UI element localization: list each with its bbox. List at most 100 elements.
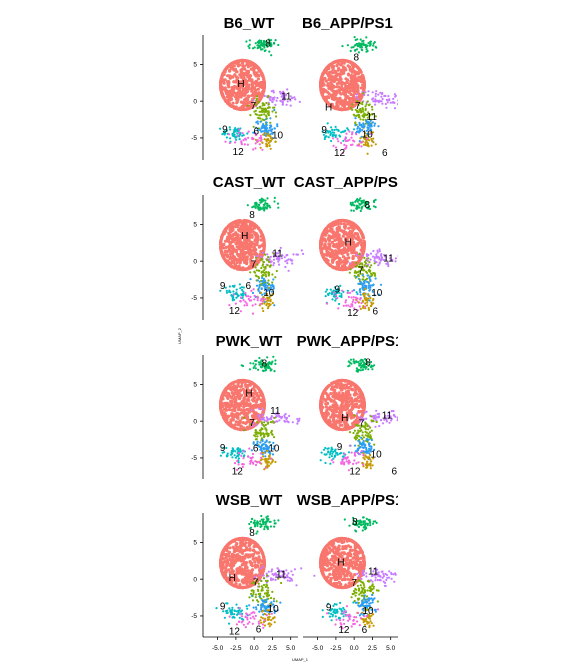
cell-point-cluster-H	[224, 408, 229, 412]
cell-point-cluster-8	[261, 42, 264, 45]
cell-point-cluster-H	[241, 242, 245, 246]
cell-point-cluster-11	[282, 92, 285, 95]
cell-point-cluster-H	[335, 227, 339, 231]
y-tick-label: 0	[193, 258, 197, 265]
cell-point-cluster-H	[237, 247, 241, 251]
cell-point-cluster-8	[276, 202, 280, 205]
cell-point-cluster-H	[231, 101, 235, 105]
cell-point-cluster-10	[371, 121, 374, 124]
cell-point-cluster-11	[372, 100, 375, 103]
cell-point-cluster-H	[336, 222, 340, 226]
cell-point-cluster-8	[371, 48, 374, 51]
cell-point-cluster-6	[372, 141, 375, 144]
cell-point-cluster-H	[323, 76, 327, 80]
cell-point-cluster-H	[262, 405, 266, 409]
cell-point-cluster-12	[348, 138, 351, 141]
cell-point-cluster-7	[361, 114, 364, 117]
cell-point-cluster-6	[363, 132, 367, 135]
cell-point-cluster-H	[226, 396, 230, 401]
cell-point-cluster-12	[251, 312, 255, 315]
cell-point-cluster-H	[328, 103, 332, 107]
cell-point-cluster-6	[363, 134, 366, 138]
cell-point-cluster-6	[269, 300, 272, 303]
cell-point-cluster-H	[338, 96, 342, 100]
cell-point-cluster-H	[252, 230, 256, 234]
cell-point-cluster-H	[344, 232, 348, 236]
cell-point-cluster-7	[261, 258, 264, 261]
cell-point-cluster-12	[239, 296, 243, 299]
cell-point-cluster-11	[375, 255, 378, 258]
cell-point-cluster-10	[359, 293, 362, 296]
cell-point-cluster-10	[262, 126, 265, 129]
cell-point-cluster-8	[258, 356, 261, 360]
cell-point-cluster-H	[344, 219, 348, 223]
cell-point-cluster-H	[225, 255, 230, 259]
cell-point-cluster-7	[261, 102, 264, 105]
cell-point-cluster-9	[235, 138, 238, 141]
cell-point-cluster-7	[361, 278, 364, 281]
cell-point-cluster-9	[219, 127, 222, 130]
cell-point-cluster-10	[273, 108, 276, 112]
panel-title-7: WSB_APP/PS1	[297, 492, 404, 509]
y-tick-label: 5	[193, 540, 197, 547]
cell-point-cluster-H	[348, 100, 352, 104]
cell-point-cluster-H	[246, 94, 250, 98]
cell-point-cluster-6	[266, 145, 269, 148]
cell-point-cluster-H	[252, 382, 256, 386]
cell-point-cluster-H	[250, 233, 254, 237]
cell-point-cluster-11	[287, 258, 290, 261]
cell-point-cluster-H	[242, 410, 246, 414]
cell-point-cluster-11	[279, 99, 282, 102]
cell-point-cluster-10	[255, 284, 259, 287]
cell-point-cluster-8	[254, 359, 257, 362]
cell-point-cluster-7	[371, 108, 374, 111]
y-tick-labels: 50-550-550-550-5	[191, 62, 203, 620]
cell-point-cluster-9	[324, 131, 327, 134]
cell-point-cluster-7	[268, 106, 271, 109]
cell-point-cluster-10	[358, 127, 361, 130]
cell-point-cluster-H	[229, 399, 233, 403]
cell-point-cluster-H	[334, 92, 338, 97]
cell-point-cluster-11	[380, 95, 383, 98]
cell-point-cluster-6	[370, 144, 373, 147]
x-tick-label: 2.5	[268, 645, 277, 652]
cell-point-cluster-8	[364, 43, 367, 47]
cell-point-cluster-7	[275, 269, 278, 273]
cell-point-cluster-8	[359, 38, 362, 41]
cell-point-cluster-7	[256, 263, 259, 266]
cell-point-cluster-6	[367, 297, 370, 300]
cell-point-cluster-12	[239, 300, 242, 303]
cell-point-cluster-H	[243, 246, 247, 250]
cell-point-cluster-9	[334, 125, 337, 128]
cell-point-cluster-7	[352, 113, 355, 116]
cell-point-cluster-12	[253, 294, 256, 297]
cell-point-cluster-H	[319, 87, 323, 91]
cell-point-cluster-H	[232, 258, 236, 262]
cell-point-cluster-7	[358, 116, 361, 119]
cell-point-cluster-H	[362, 83, 366, 87]
cell-point-cluster-11	[380, 92, 384, 96]
cell-point-cluster-12	[364, 305, 367, 308]
cell-point-cluster-H	[330, 84, 334, 88]
cell-point-cluster-9	[328, 130, 331, 133]
cell-point-cluster-6	[254, 138, 257, 141]
cell-point-cluster-9	[228, 289, 231, 292]
cell-point-cluster-7	[368, 266, 372, 269]
panel-title-0: B6_WT	[224, 15, 275, 32]
cell-point-cluster-7	[258, 114, 261, 117]
cell-point-cluster-8	[374, 45, 377, 49]
cell-point-cluster-9	[335, 128, 338, 131]
cell-point-cluster-9	[330, 126, 333, 129]
cell-point-cluster-H	[261, 396, 265, 400]
cell-point-cluster-8	[273, 200, 276, 203]
cell-point-cluster-H	[346, 102, 350, 106]
cell-point-cluster-7	[372, 271, 375, 275]
cell-point-cluster-H	[352, 243, 356, 247]
cell-point-cluster-12	[244, 138, 248, 141]
cell-point-cluster-8	[262, 198, 265, 201]
cell-point-cluster-11	[375, 90, 378, 93]
cell-point-cluster-H	[342, 71, 346, 75]
cell-point-cluster-H	[241, 380, 245, 384]
cell-point-cluster-H	[258, 244, 262, 248]
